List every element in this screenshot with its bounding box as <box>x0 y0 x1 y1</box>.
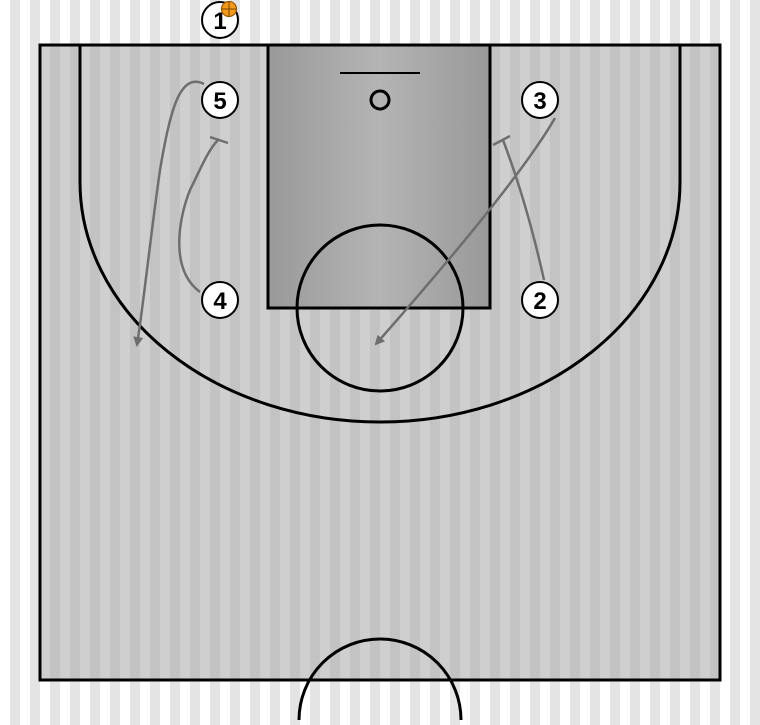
player-5: 5 <box>201 81 239 119</box>
free-throw-circle <box>295 223 465 393</box>
center-circle <box>297 637 463 721</box>
rim <box>369 89 391 111</box>
screen-mark-4 <box>209 135 229 145</box>
player-5-label: 5 <box>213 88 226 115</box>
cut-path-3 <box>374 117 557 346</box>
screen-path-2 <box>501 139 546 281</box>
player-4-label: 4 <box>213 288 227 315</box>
player-3-label: 3 <box>533 88 546 115</box>
player-3: 3 <box>521 81 559 119</box>
paint-area <box>266 43 492 310</box>
screen-path-4 <box>178 139 219 294</box>
player-1: 1 <box>201 0 239 39</box>
basketball-icon <box>220 0 238 18</box>
cut-path-5 <box>133 80 205 347</box>
three-point-line <box>78 45 682 424</box>
player-2-label: 2 <box>533 288 546 315</box>
player-4: 4 <box>201 281 239 319</box>
player-2: 2 <box>521 281 559 319</box>
screen-mark-2 <box>492 134 511 147</box>
